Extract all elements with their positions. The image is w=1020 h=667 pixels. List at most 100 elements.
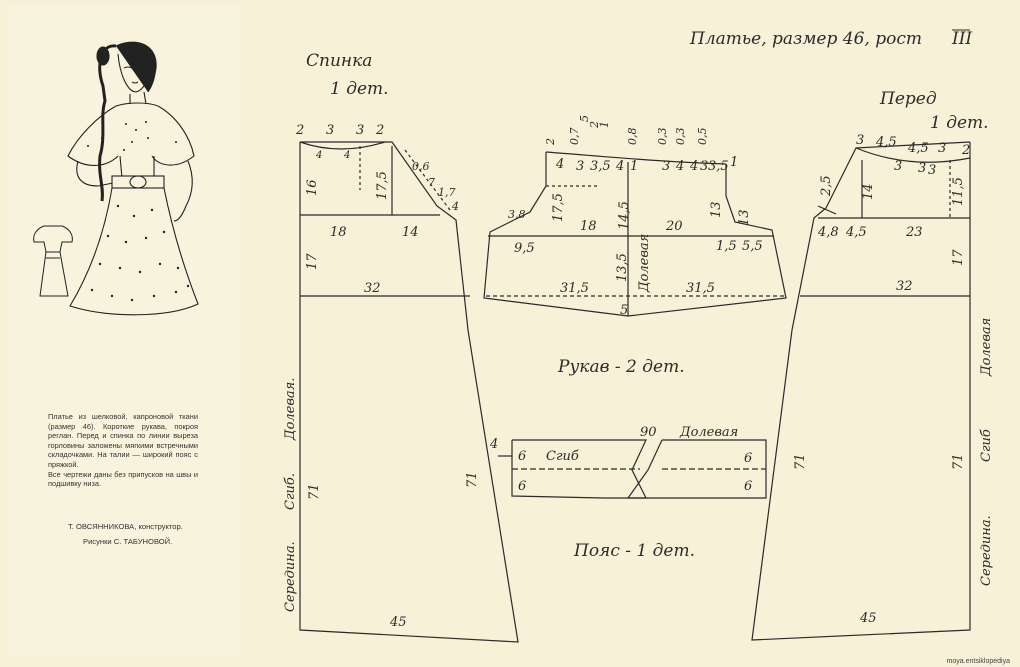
front-neckline [855, 147, 971, 163]
front-neck-mark-3: 3 [928, 163, 936, 178]
sleeve-top-mark-10: 3,5 [708, 159, 729, 174]
sleeve-top-dim-3: 5 [578, 115, 591, 122]
front-grain-label: Долевая [979, 318, 994, 377]
sleeve-top-dim-5: 1 [598, 121, 611, 128]
sleeve-top-mark-3: 3,5 [590, 159, 611, 174]
back-length-71-right: 71 [465, 471, 480, 488]
sleeve-top-dim-6: 0,8 [626, 128, 639, 146]
front-dim-2-5: 2,5 [819, 175, 834, 197]
sleeve-top-dim-8: 0,3 [674, 128, 687, 146]
sleeve-top-dim-1: 2 [544, 138, 557, 146]
belt-fold-label: Сгиб [546, 449, 579, 464]
sleeve-title: Рукав - 2 дет. [557, 357, 685, 377]
back-count: 1 дет. [330, 79, 389, 99]
model-figure [67, 41, 199, 316]
front-outline [751, 141, 971, 641]
back-neck-dim-4: 2 [375, 123, 384, 138]
sleeve-height-14-5: 14,5 [617, 201, 632, 230]
watermark: moya.entsiklopediya [946, 658, 1010, 665]
front-neck-dim-5: 2 [961, 143, 970, 158]
sleeve-height-17-5: 17,5 [551, 193, 566, 222]
front-piece [751, 141, 971, 641]
back-height-17: 17 [305, 253, 320, 270]
belt-dim-4: 4 [489, 437, 498, 452]
small-dress-figure [33, 225, 73, 297]
front-width-23: 23 [905, 225, 923, 240]
sleeve-hem-31-5-left: 31,5 [560, 281, 589, 296]
sleeve-outline [483, 152, 787, 317]
sleeve-top-mark-6: 3 [662, 159, 670, 174]
author-credit: Т. ОВСЯННИКОВА, конструктор. [68, 522, 183, 531]
back-neckline [299, 141, 386, 150]
back-labels: Спинка 1 дет. 2 3 3 2 4 4 0,6 7 1,7 4 16… [283, 51, 480, 630]
sleeve-top-mark-8: 4 [689, 159, 698, 174]
sleeve-hem-31-5-right: 31,5 [686, 281, 715, 296]
front-armhole-mark [817, 205, 837, 215]
back-fold-label: Сгиб. [283, 473, 298, 510]
front-neck-dim-3: 4,5 [907, 141, 929, 156]
front-title: Перед [879, 89, 937, 109]
front-neck-mark-2: 3 [918, 161, 926, 176]
belt-dim-6-bottom: 6 [518, 479, 526, 494]
back-title: Спинка [306, 51, 372, 71]
front-count: 1 дет. [930, 113, 989, 133]
front-dim-4-5: 4,5 [845, 225, 867, 240]
sleeve-dim-1-5: 1,5 [716, 239, 737, 254]
belt-labels: 4 6 6 6 6 Сгиб 90 Долевая Пояс - 1 дет. [489, 425, 752, 561]
dress-description: Платье из шелковой, капроновой ткани (ра… [48, 412, 198, 489]
front-labels: Перед 1 дет. 3 4,5 4,5 3 2 3 3 3 2,5 14 … [793, 89, 994, 626]
front-neck-dim-1: 3 [856, 133, 864, 148]
front-waist-32: 32 [896, 279, 913, 294]
back-armhole-guide [404, 149, 451, 211]
front-length-71-right: 71 [951, 453, 966, 470]
sleeve-width-18: 18 [580, 219, 597, 234]
sleeve-dim-5-5: 5,5 [742, 239, 763, 254]
back-piece [299, 141, 519, 643]
back-width-14: 14 [402, 225, 419, 240]
back-width-18: 18 [330, 225, 347, 240]
sleeve-labels: 2 0,7 5 2 1 0,8 0,3 0,3 0,5 4 3 3,5 4 1 … [508, 115, 763, 377]
back-neck-dim-3: 3 [356, 123, 364, 138]
back-neck-mark-1: 4 [315, 150, 322, 161]
back-armhole-dim-1: 0,6 [412, 160, 430, 173]
sleeve-height-13-right: 13 [737, 209, 752, 226]
belt-dim-6-top: 6 [518, 449, 526, 464]
belt-piece [498, 439, 767, 499]
sleeve-piece [483, 151, 787, 317]
sleeve-height-13: 13 [709, 201, 724, 218]
sleeve-top-dim-9: 0,5 [696, 128, 709, 146]
sleeve-top-mark-5: 1 [630, 159, 638, 174]
front-height-14: 14 [861, 183, 876, 200]
page-title: Платье, размер 46, рост III [689, 29, 972, 49]
front-dim-4-8: 4,8 [817, 225, 839, 240]
sleeve-top-mark-2: 3 [576, 159, 584, 174]
back-armhole-dim-4: 4 [451, 200, 459, 213]
back-height-17-5: 17,5 [375, 171, 390, 200]
belt-dim-6-right-top: 6 [744, 451, 752, 466]
front-height-17: 17 [951, 249, 966, 266]
sleeve-top-mark-7: 4 [675, 159, 684, 174]
sleeve-dim-3-8: 3,8 [508, 208, 526, 221]
belt-dim-6-right-bottom: 6 [744, 479, 752, 494]
sleeve-top-dim-4: 2 [588, 121, 601, 129]
back-neck-mark-2: 4 [343, 150, 350, 161]
belt-right-outline [626, 439, 767, 499]
front-fold-label: Сгиб [979, 429, 994, 462]
sleeve-dim-5: 5 [620, 303, 628, 318]
back-center-label: Середина. [283, 541, 298, 612]
belt-grain-label: Долевая [679, 425, 738, 440]
front-hem-45: 45 [859, 611, 877, 626]
sleeve-top-mark-11: 1 [730, 155, 738, 170]
description-note: Все чертежи даны без припусков на швы и … [48, 469, 198, 489]
back-neck-dim-2: 3 [326, 123, 334, 138]
title-height: III [951, 29, 972, 49]
sleeve-width-20: 20 [665, 219, 683, 234]
illustration-panel: Платье из шелковой, капроновой ткани (ра… [8, 6, 240, 656]
back-neck-dim-1: 2 [295, 123, 304, 138]
sleeve-top-dim-7: 0,3 [656, 128, 669, 146]
belt-title: Пояс - 1 дет. [573, 541, 695, 561]
dress-illustration [33, 41, 199, 316]
sleeve-top-mark-9: 3 [700, 159, 708, 174]
